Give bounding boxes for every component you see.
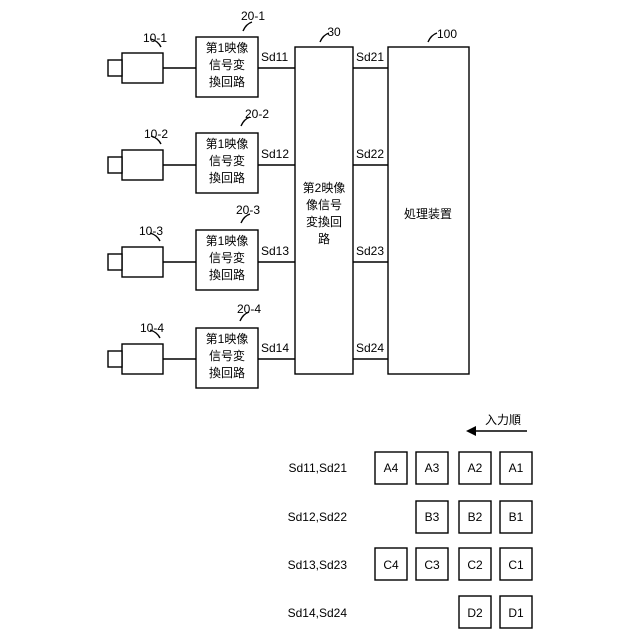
converter-label-line: 路 <box>318 231 330 246</box>
sequence-row: Sd11,Sd21 A4 A3 A2 A1 <box>289 452 533 484</box>
first-converter-20-3: 第1映像 信号変 換回路 20-3 Sd13 <box>196 203 295 290</box>
row-label: Sd13,Sd23 <box>288 558 348 572</box>
camera-ref: 10-4 <box>140 321 164 335</box>
input-order-label: 入力順 <box>485 413 521 427</box>
signal-label: Sd23 <box>356 244 384 258</box>
frame-label: A3 <box>425 461 440 475</box>
converter-label-line: 第2映像 <box>303 181 346 195</box>
arrow-head-icon <box>466 426 476 436</box>
frame-label: D1 <box>508 606 524 620</box>
frame-label: C1 <box>508 558 524 572</box>
converter-label-line: 換回路 <box>209 267 245 282</box>
second-output-lines: Sd21 Sd22 Sd23 Sd24 <box>353 50 388 359</box>
converter-label-line: 第1映像 <box>206 41 249 55</box>
converter-label-line: 第1映像 <box>206 332 249 346</box>
frame-label: C3 <box>424 558 440 572</box>
converter-label-line: 信号変 <box>209 348 245 363</box>
signal-label: Sd24 <box>356 341 384 355</box>
converter-label-line: 信号変 <box>209 153 245 168</box>
first-converter-20-4: 第1映像 信号変 換回路 20-4 Sd14 <box>196 302 295 388</box>
camera-ref: 10-3 <box>139 224 163 238</box>
first-converter-20-1: 第1映像 信号変 換回路 20-1 Sd11 <box>196 9 295 97</box>
sequence-row: Sd14,Sd24 D2 D1 <box>288 596 532 628</box>
signal-label: Sd11 <box>261 50 288 64</box>
converter-ref: 30 <box>327 25 341 39</box>
converter-label-line: 信号変 <box>209 250 245 265</box>
frame-label: C2 <box>467 558 483 572</box>
first-converter-20-2: 第1映像 信号変 換回路 20-2 Sd12 <box>196 107 295 193</box>
sequence-row: Sd13,Sd23 C4 C3 C2 C1 <box>288 548 532 580</box>
second-converter-30: 第2映像 像信号 変換回 路 30 <box>295 25 353 374</box>
signal-label: Sd21 <box>356 50 384 64</box>
converter-label-line: 換回路 <box>209 365 245 380</box>
frame-label: B2 <box>468 510 483 524</box>
frame-label: A2 <box>468 461 483 475</box>
row-label: Sd11,Sd21 <box>289 461 348 475</box>
signal-label: Sd14 <box>261 341 289 355</box>
frame-label: B1 <box>509 510 524 524</box>
converter-label-line: 換回路 <box>209 74 245 89</box>
converter-label-line: 第1映像 <box>206 234 249 248</box>
sequence-row: Sd12,Sd22 B3 B2 B1 <box>288 501 532 533</box>
camera-10-4: 10-4 <box>108 321 196 374</box>
converter-label-line: 変換回 <box>306 214 342 229</box>
frame-label: A4 <box>384 461 399 475</box>
processor-ref: 100 <box>437 27 457 41</box>
converter-label-line: 換回路 <box>209 170 245 185</box>
frame-label: C4 <box>383 558 399 572</box>
frame-label: B3 <box>425 510 440 524</box>
frame-label: A1 <box>509 461 524 475</box>
row-label: Sd14,Sd24 <box>288 606 348 620</box>
camera-ref: 10-1 <box>143 31 167 45</box>
converter-ref: 20-1 <box>241 9 265 23</box>
camera-10-2: 10-2 <box>108 127 196 180</box>
converter-ref: 20-2 <box>245 107 269 121</box>
signal-label: Sd12 <box>261 147 289 161</box>
signal-label: Sd13 <box>261 244 289 258</box>
processor-label: 処理装置 <box>404 207 452 221</box>
converter-label-line: 第1映像 <box>206 137 249 151</box>
converter-ref: 20-4 <box>237 302 261 316</box>
converter-label-line: 信号変 <box>209 57 245 72</box>
input-order: 入力順 <box>466 413 527 436</box>
converter-label-line: 像信号 <box>306 198 342 212</box>
converter-ref: 20-3 <box>236 203 260 217</box>
frame-label: D2 <box>467 606 483 620</box>
camera-10-3: 10-3 <box>108 224 196 277</box>
camera-ref: 10-2 <box>144 127 168 141</box>
camera-10-1: 10-1 <box>108 31 196 83</box>
row-label: Sd12,Sd22 <box>288 510 348 524</box>
signal-label: Sd22 <box>356 147 384 161</box>
processor-100: 処理装置 100 <box>388 27 469 374</box>
